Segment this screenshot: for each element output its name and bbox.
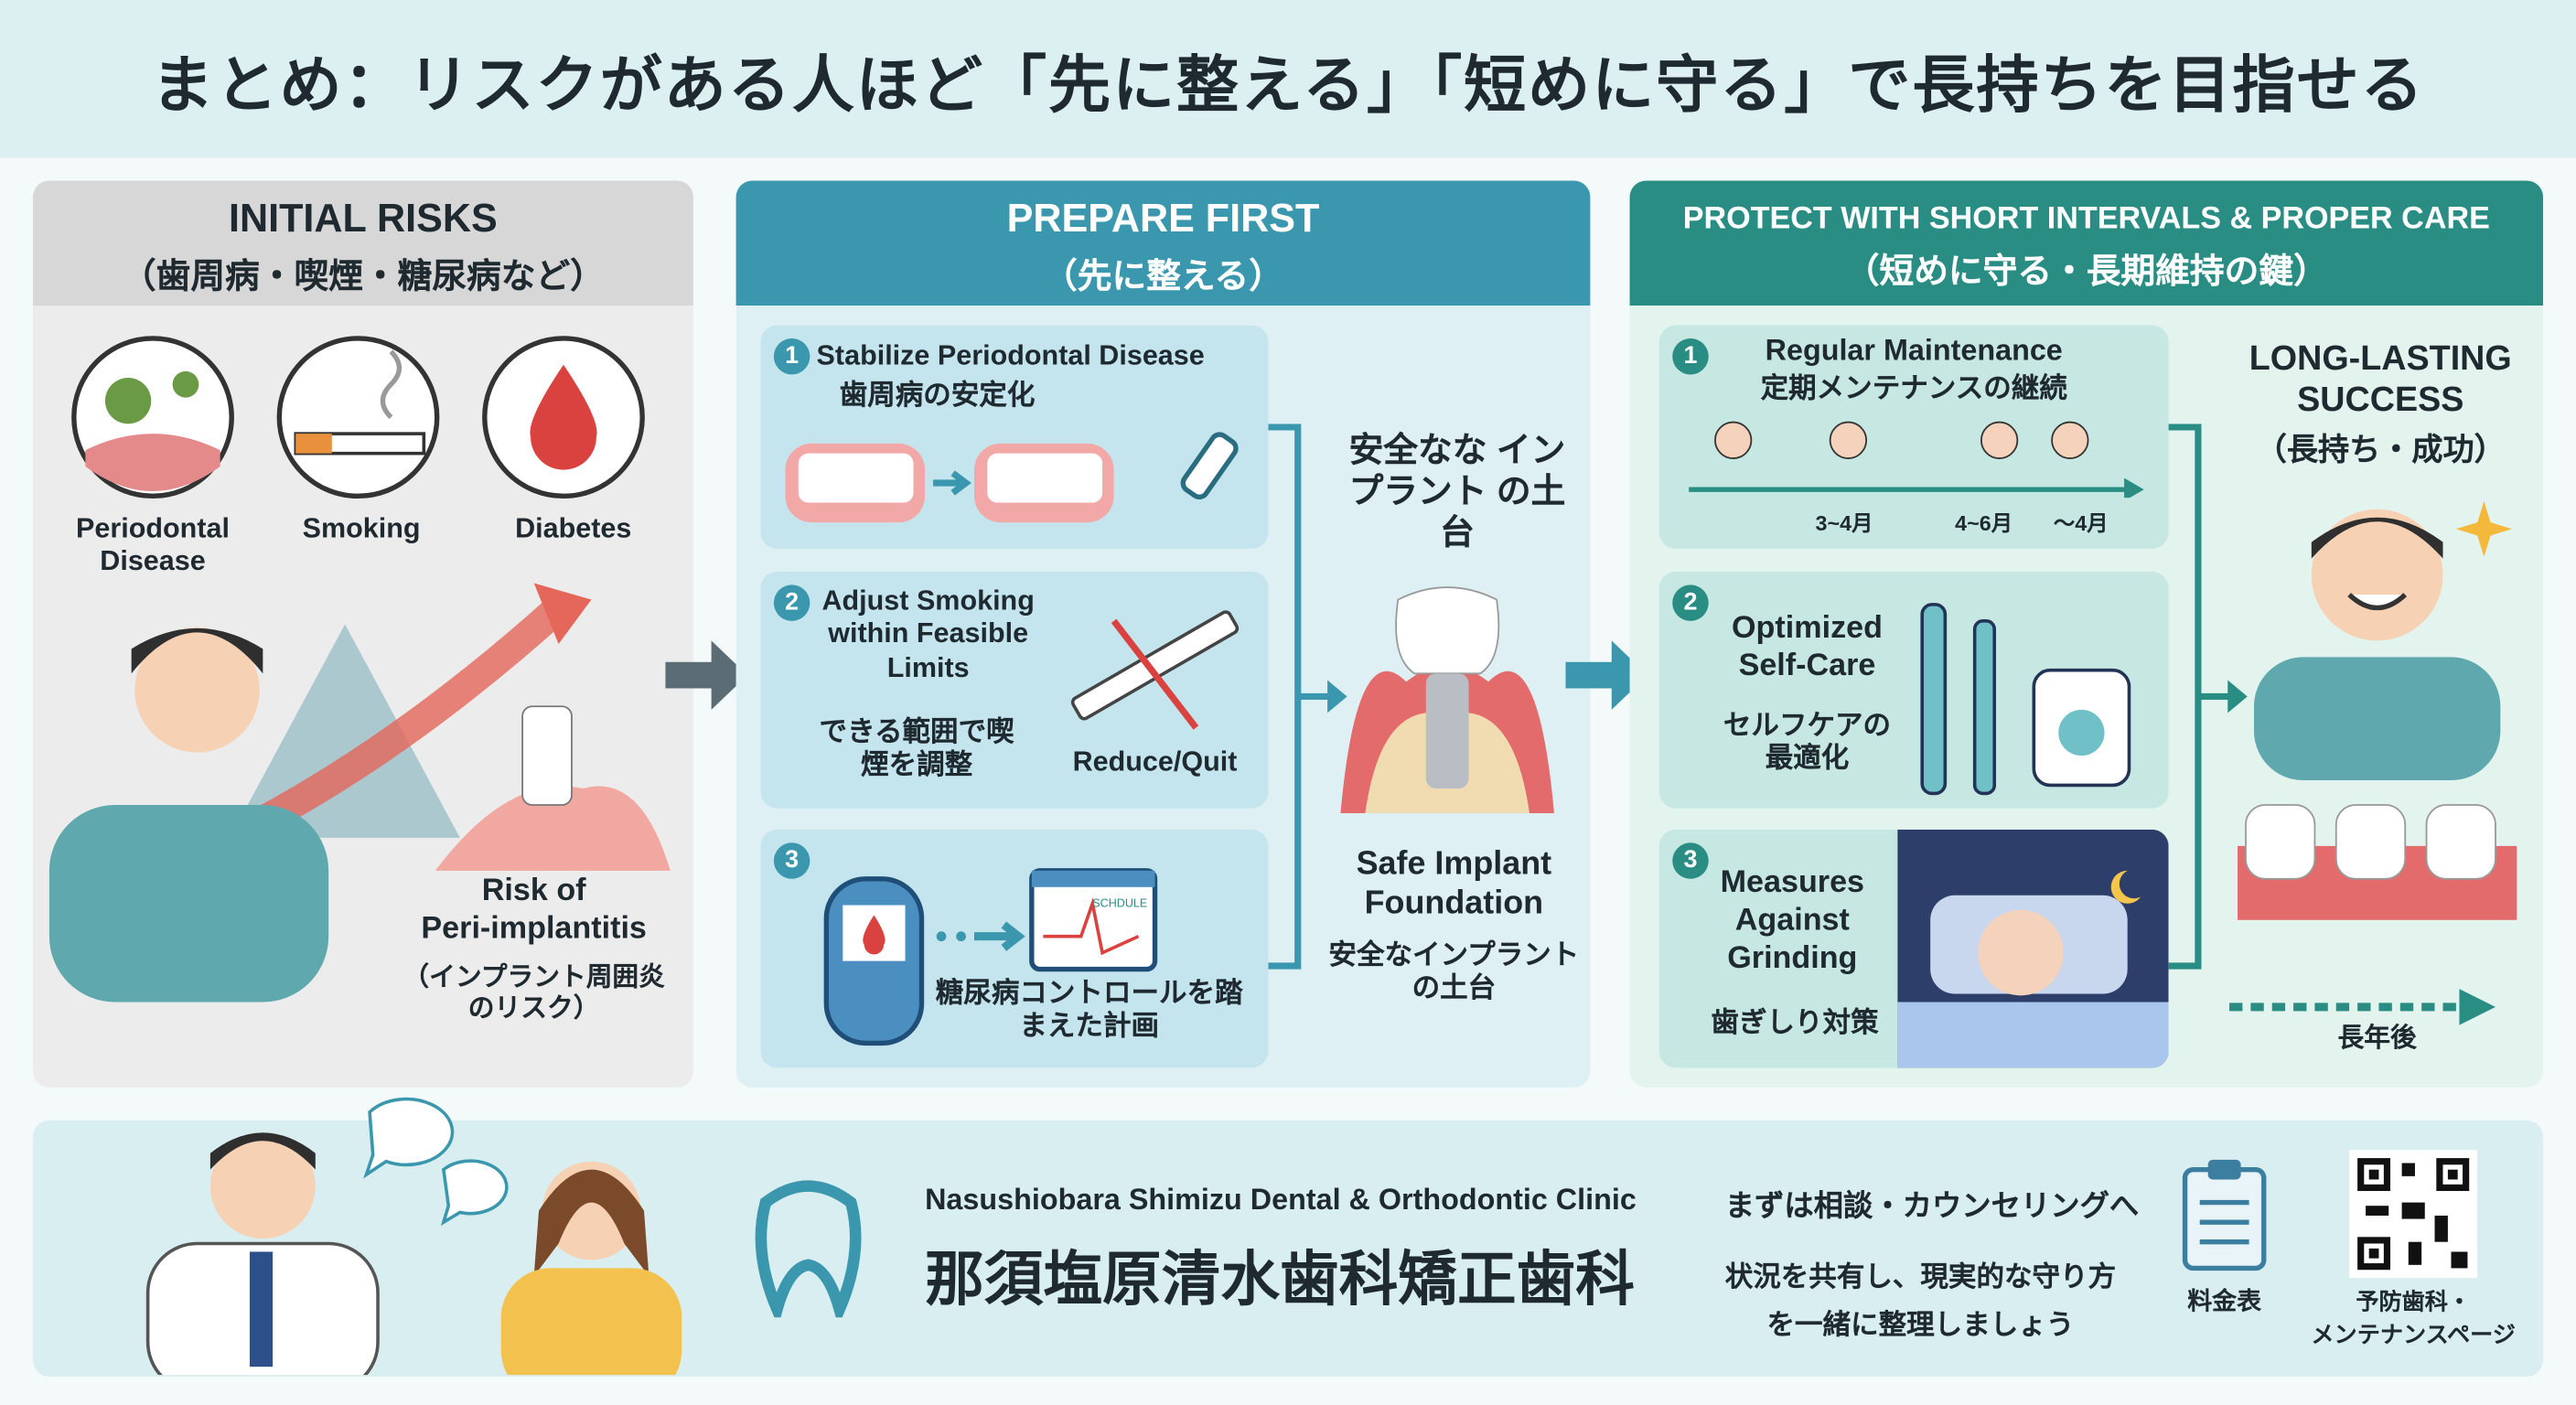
risk-label-line: のリスク）	[467, 995, 600, 1024]
teeth-improvement-icon	[785, 432, 1239, 523]
step-title-jp: できる範囲で喫煙を調整	[819, 716, 1014, 781]
protect-panel: PROTECT WITH SHORT INTERVALS & PROPER CA…	[1629, 180, 2544, 1088]
consultation-illustration	[145, 1097, 682, 1376]
risk-label-line: （インプラント周囲炎	[402, 964, 665, 992]
blood-drop-icon	[482, 336, 645, 499]
price-list-link[interactable]: 料金表	[2162, 1156, 2286, 1317]
step-title-en: Adjust Smoking within Feasible Limits	[821, 585, 1035, 683]
reduce-quit-label: Reduce/Quit	[1072, 745, 1238, 778]
step-card-3: 3 SCHDULE 糖尿病コントロールを踏まえた計画	[760, 829, 1269, 1068]
panel-title-en: PROTECT WITH SHORT INTERVALS & PROPER CA…	[1682, 201, 2490, 237]
step-title-en: Regular Maintenance	[1765, 333, 2063, 367]
panel-title-jp: （先に整える）	[1043, 257, 1283, 296]
cta-title: まずは相談・カウンセリングへ	[1724, 1189, 2140, 1223]
center-label-jp-bottom: 安全なインプラント の土台	[1328, 939, 1580, 1004]
arrow-right-icon	[665, 640, 748, 710]
interval-label: 4~6月	[1955, 510, 2013, 536]
risk-label-line: Peri-implantitis	[421, 911, 647, 947]
clinic-tooth-logo	[755, 1180, 862, 1318]
night-guard-illustration	[1897, 829, 2169, 1068]
panel-title-jp: （短めに守る・長期維持の鍵）	[1844, 252, 2328, 291]
risk-label-line: Risk of	[481, 874, 586, 909]
glucose-meter-icon: SCHDULE	[823, 868, 1158, 1046]
step-number: 3	[773, 842, 810, 879]
step-card-1: 1 Stabilize Periodontal Disease 歯周病の安定化	[760, 325, 1269, 549]
panel-header: INITIAL RISKS （歯周病・喫煙・糖尿病など）	[32, 180, 693, 306]
calendar-label: SCHDULE	[1092, 896, 1147, 909]
step-number: 3	[1672, 842, 1709, 879]
success-title-en: LONG-LASTING SUCCESS	[2249, 339, 2512, 420]
center-label-en: Safe Implant Foundation	[1356, 845, 1552, 922]
risk-label-jp: （インプラント周囲炎のリスク）	[378, 962, 690, 1025]
bracket-connector	[2168, 424, 2248, 970]
step-title-jp: 歯周病の安定化	[839, 379, 1036, 411]
panel-title-en: INITIAL RISKS	[228, 197, 498, 241]
panel-title-en: PREPARE FIRST	[1006, 197, 1320, 241]
step-number: 2	[773, 585, 810, 621]
prepare-first-panel: PREPARE FIRST （先に整える） 1 Stabilize Period…	[735, 180, 1591, 1088]
maintenance-timeline	[1689, 421, 2144, 499]
step-title-en: Stabilize Periodontal Disease	[816, 339, 1205, 371]
cta-body-line: 状況を共有し、現実的な守り方	[1724, 1261, 2117, 1293]
panel-header: PREPARE FIRST （先に整える）	[735, 180, 1591, 306]
clinic-name-jp: 那須塩原清水歯科矯正歯科	[925, 1245, 1635, 1313]
clipboard-icon	[2182, 1159, 2267, 1271]
clinic-name-en: Nasushiobara Shimizu Dental & Orthodonti…	[925, 1183, 1637, 1216]
risk-diabetes: Diabetes	[515, 512, 632, 544]
center-label-jp-top: 安全なな インプラント の土台	[1348, 432, 1566, 553]
bracket-connector	[1268, 424, 1347, 970]
risk-periodontal: Periodontal Disease	[76, 512, 230, 578]
years-later-label: 長年後	[2337, 1024, 2417, 1054]
no-smoking-icon	[1070, 610, 1240, 730]
price-list-label: 料金表	[2187, 1287, 2262, 1316]
risk-icons	[71, 336, 645, 499]
cta-body: 状況を共有し、現実的な守り方を一緒に整理しましょう	[1725, 1255, 2116, 1350]
initial-risks-panel: INITIAL RISKS （歯周病・喫煙・糖尿病など） Periodontal…	[32, 180, 693, 1088]
step-card-2: 2 Optimized Self-Care セルフケアの最適化	[1658, 571, 2169, 809]
step-title-jp: 糖尿病コントロールを踏まえた計画	[935, 977, 1243, 1043]
risk-smoking: Smoking	[302, 512, 421, 544]
qr-label: 予防歯科・メンテナンスページ	[2293, 1286, 2533, 1350]
step-card-1: 1 Regular Maintenance 定期メンテナンスの継続 3~4月 4…	[1658, 325, 2169, 549]
cigarette-icon	[276, 336, 440, 499]
implant-icon	[1340, 586, 1554, 813]
arrow-right-icon	[1565, 640, 1648, 710]
qr-label-line: 予防歯科・	[2356, 1287, 2472, 1314]
page-title: まとめ：リスクがある人ほど「先に整える」「短めに守る」で長持ちを目指せる	[151, 51, 2425, 121]
happy-patient-illustration	[2238, 500, 2517, 920]
success-title-jp: （長持ち・成功）	[2255, 434, 2506, 468]
maintenance-page-qr-link[interactable]: 予防歯科・メンテナンスページ	[2293, 1150, 2533, 1350]
qr-code-icon	[2349, 1150, 2478, 1279]
dotted-arrow-icon	[2229, 989, 2496, 1025]
title-bar: まとめ：リスクがある人ほど「先に整える」「短めに守る」で長持ちを目指せる	[0, 0, 2576, 158]
interval-label: 〜4月	[2053, 510, 2109, 536]
risk-illustration	[48, 583, 671, 1003]
step-number: 1	[1672, 338, 1709, 375]
step-card-3: 3 Measures Against Grinding 歯ぎしり対策	[1658, 829, 2169, 1068]
step-title-jp: 歯ぎしり対策	[1711, 1006, 1879, 1039]
step-title-jp: セルフケアの最適化	[1723, 709, 1892, 775]
interval-label: 3~4月	[1815, 510, 1873, 536]
step-number: 1	[773, 338, 810, 375]
step-title-jp: 定期メンテナンスの継続	[1760, 372, 2067, 404]
cta-body-line: を一緒に整理しましょう	[1766, 1309, 2075, 1341]
panel-title-jp: （歯周病・喫煙・糖尿病など）	[121, 257, 605, 296]
step-title-en: Measures Against Grinding	[1720, 865, 1865, 976]
step-card-2: 2 Adjust Smoking within Feasible Limits …	[760, 571, 1269, 809]
footer-banner: Nasushiobara Shimizu Dental & Orthodonti…	[32, 1097, 2544, 1377]
bacteria-icon	[71, 336, 234, 499]
qr-label-line: メンテナンスページ	[2311, 1320, 2516, 1346]
self-care-tools-icon	[1920, 603, 2131, 796]
panel-header: PROTECT WITH SHORT INTERVALS & PROPER CA…	[1629, 180, 2544, 306]
step-number: 2	[1672, 585, 1709, 621]
step-title-en: Optimized Self-Care	[1732, 611, 1883, 683]
